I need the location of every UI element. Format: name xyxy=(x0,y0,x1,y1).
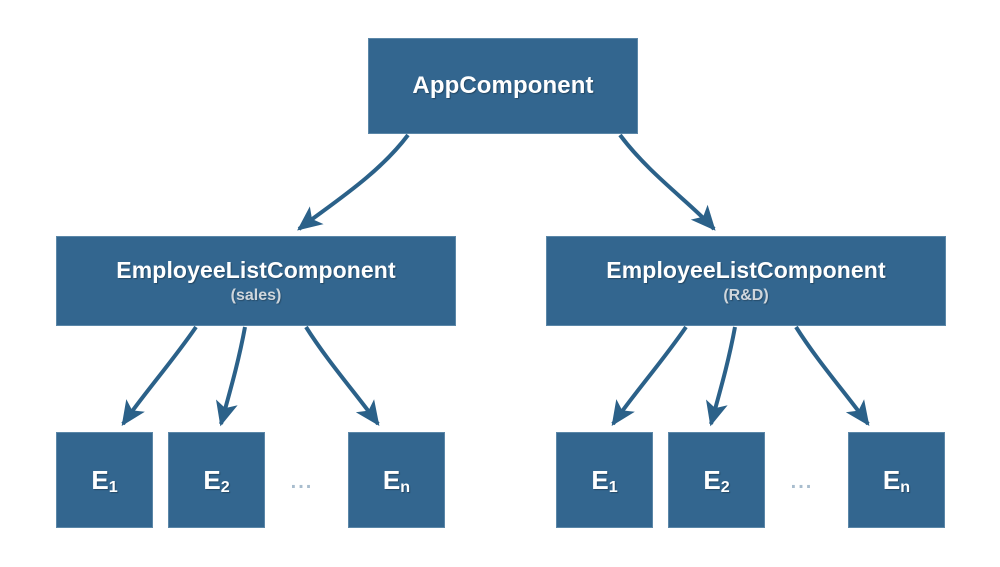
edge-app-to-sales xyxy=(297,133,410,231)
node-employee-list-component-rd-subtitle: (R&D) xyxy=(723,286,769,304)
leaf-base: E xyxy=(882,465,901,495)
edge-sales-to-e2 xyxy=(216,326,247,427)
leaf-subscript: n xyxy=(400,477,411,496)
node-employee-sales-2-label: E2 xyxy=(203,465,230,496)
node-employee-list-component-sales[interactable]: EmployeeListComponent (sales) xyxy=(56,236,456,326)
node-employee-rd-n-label: En xyxy=(882,465,911,496)
edge-app-to-rd xyxy=(618,133,716,231)
edge-rd-to-en xyxy=(794,325,870,426)
node-app-component[interactable]: AppComponent xyxy=(368,38,638,134)
node-employee-sales-1[interactable]: E1 xyxy=(56,432,153,528)
node-employee-sales-1-label: E1 xyxy=(91,465,118,496)
edge-sales-to-e1 xyxy=(121,325,198,426)
leaf-base: E xyxy=(703,465,721,495)
leaf-base: E xyxy=(382,465,401,495)
node-employee-list-component-sales-subtitle: (sales) xyxy=(230,286,282,304)
node-employee-rd-2[interactable]: E2 xyxy=(668,432,765,528)
edge-rd-to-e2 xyxy=(706,326,737,427)
node-employee-sales-n-label: En xyxy=(382,465,411,496)
leaf-subscript: n xyxy=(900,477,911,496)
edge-sales-to-en xyxy=(304,325,380,426)
ellipsis-rd: ... xyxy=(790,471,814,493)
leaf-base: E xyxy=(591,465,609,495)
node-employee-list-component-rd-label: EmployeeListComponent xyxy=(606,256,886,283)
leaf-subscript: 2 xyxy=(720,477,730,496)
node-app-component-label: AppComponent xyxy=(412,72,594,100)
node-employee-rd-1[interactable]: E1 xyxy=(556,432,653,528)
node-employee-list-component-sales-label: EmployeeListComponent xyxy=(116,256,396,283)
node-employee-list-component-rd[interactable]: EmployeeListComponent (R&D) xyxy=(546,236,946,326)
leaf-base: E xyxy=(203,465,221,495)
node-employee-rd-2-label: E2 xyxy=(703,465,730,496)
edge-rd-to-e1 xyxy=(611,325,688,426)
leaf-subscript: 2 xyxy=(220,477,230,496)
node-employee-rd-n[interactable]: En xyxy=(848,432,945,528)
leaf-subscript: 1 xyxy=(108,477,118,496)
node-employee-rd-1-label: E1 xyxy=(591,465,618,496)
leaf-subscript: 1 xyxy=(608,477,618,496)
node-employee-sales-2[interactable]: E2 xyxy=(168,432,265,528)
node-employee-sales-n[interactable]: En xyxy=(348,432,445,528)
ellipsis-sales: ... xyxy=(290,471,314,493)
leaf-base: E xyxy=(91,465,109,495)
